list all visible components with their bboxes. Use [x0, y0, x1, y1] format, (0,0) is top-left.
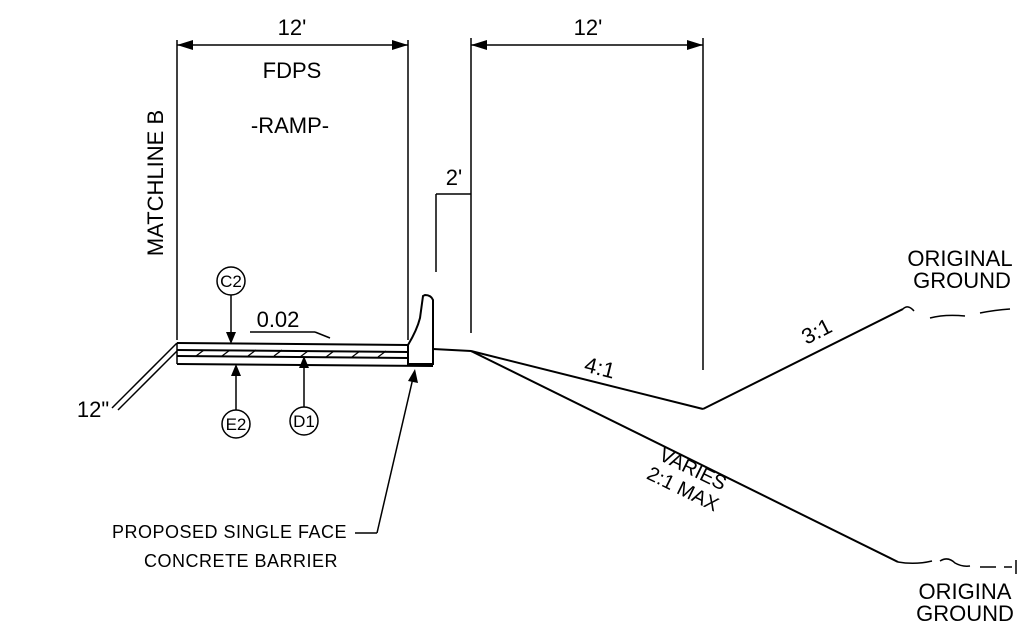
cross-slope-label: 0.02: [257, 307, 300, 332]
ramp-label: -RAMP-: [251, 113, 329, 138]
concrete-barrier: [407, 293, 434, 365]
original-ground-bottom-line1: ORIGINA: [919, 579, 1012, 604]
callout-c2: C2: [216, 266, 246, 344]
ramp-width-dimension: 12': [176, 15, 409, 340]
depth-dimension: 12": [77, 342, 178, 422]
barrier-label-line1: PROPOSED SINGLE FACE: [112, 522, 347, 542]
depth-label: 12": [77, 397, 109, 422]
ramp-width-label: 12': [278, 15, 307, 40]
slope-3-1-label: 3:1: [797, 313, 836, 349]
original-ground-top-line1: ORIGINAL: [907, 246, 1012, 271]
right-width-dimension: 12': [470, 15, 704, 370]
slope-4-1-label: 4:1: [582, 352, 618, 384]
slope-lines: [432, 308, 904, 563]
callout-e2-label: E2: [226, 415, 247, 434]
callout-d1-label: D1: [293, 412, 315, 431]
right-width-label: 12': [574, 15, 603, 40]
callout-d1: D1: [289, 356, 319, 436]
original-ground-top: ORIGINAL GROUND: [902, 246, 1013, 319]
barrier-label-line2: CONCRETE BARRIER: [144, 551, 338, 571]
original-ground-bottom-line2: GROUND: [916, 601, 1014, 625]
original-ground-top-line2: GROUND: [913, 268, 1011, 293]
barrier-leader: PROPOSED SINGLE FACE CONCRETE BARRIER: [112, 369, 418, 571]
offset-label: 2': [446, 165, 462, 190]
original-ground-bottom: ORIGINA GROUND: [897, 558, 1017, 625]
cross-slope-callout: 0.02: [250, 307, 331, 339]
offset-dimension: 2': [435, 165, 471, 272]
callout-e2: E2: [221, 364, 251, 439]
matchline-label: MATCHLINE B: [143, 110, 168, 256]
callout-c2-label: C2: [220, 272, 242, 291]
fdps-label: FDPS: [263, 58, 322, 83]
